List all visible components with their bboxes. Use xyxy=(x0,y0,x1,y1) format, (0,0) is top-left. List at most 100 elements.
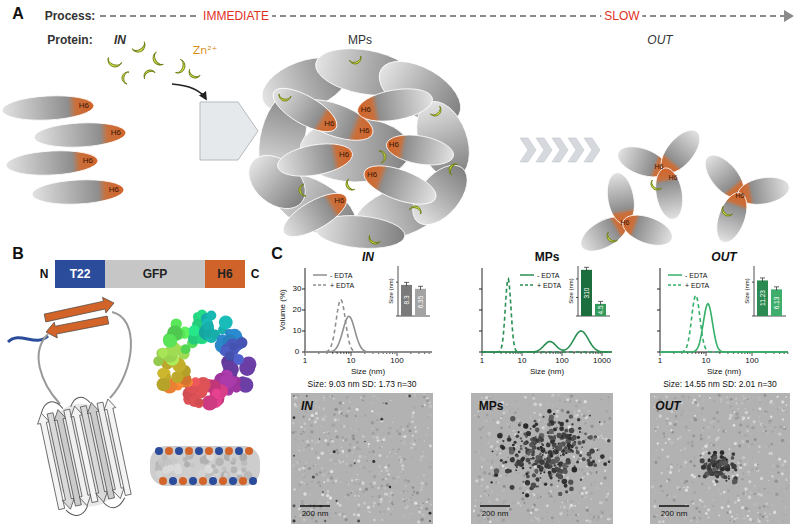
tick-mark xyxy=(602,352,603,356)
stain-grain xyxy=(487,495,488,496)
stain-grain xyxy=(300,426,302,428)
stain-grain xyxy=(581,468,584,471)
stain-grain xyxy=(730,398,732,400)
stain-grain xyxy=(308,467,311,470)
zinc-ion xyxy=(720,206,733,218)
tick-mark xyxy=(302,289,305,290)
stain-grain xyxy=(475,451,477,453)
stain-grain xyxy=(690,520,692,522)
stain-grain xyxy=(721,506,724,509)
stain-grain xyxy=(702,399,705,402)
scale-bar xyxy=(300,505,330,507)
stain-grain xyxy=(559,521,561,523)
particle xyxy=(582,457,586,461)
disc-texture xyxy=(156,470,163,477)
stain-grain xyxy=(406,498,410,502)
stain-grain xyxy=(339,461,342,464)
stain-grain xyxy=(712,420,715,423)
particle xyxy=(538,441,540,443)
particle xyxy=(578,427,581,430)
particle xyxy=(502,461,505,464)
disc-body xyxy=(150,446,260,486)
stain-grain xyxy=(368,443,371,446)
error-bar xyxy=(598,301,603,305)
stain-grain xyxy=(354,489,358,493)
stain-grain xyxy=(657,442,659,444)
stain-grain xyxy=(356,420,358,422)
stain-grain xyxy=(572,510,574,512)
zinc-ion xyxy=(150,52,163,68)
stain-grain xyxy=(609,466,610,467)
protein-body xyxy=(355,84,435,127)
particle xyxy=(561,444,564,447)
micrograph-field xyxy=(650,393,790,524)
stain-grain xyxy=(727,512,729,514)
stain-grain xyxy=(474,415,475,416)
stain-grain xyxy=(402,428,404,430)
stain-grain xyxy=(329,496,332,499)
stain-grain xyxy=(734,442,737,445)
stain-grain xyxy=(298,446,300,448)
stain-grain xyxy=(517,408,520,411)
particle xyxy=(429,512,432,515)
stain-grain xyxy=(653,505,656,508)
zinc-ion xyxy=(367,235,380,246)
stain-grain xyxy=(733,411,736,414)
stain-grain xyxy=(358,446,361,449)
particle xyxy=(546,443,551,448)
stain-grain xyxy=(308,418,310,420)
particle xyxy=(293,455,295,457)
stain-grain xyxy=(495,447,498,450)
stain-grain xyxy=(403,435,406,438)
stain-grain xyxy=(317,481,321,485)
stain-grain xyxy=(774,455,776,457)
stain-grain xyxy=(342,440,344,442)
tick-mark xyxy=(574,352,575,354)
inset-axis xyxy=(578,266,610,316)
stain-grain xyxy=(358,482,362,486)
stain-grain xyxy=(324,470,326,472)
particle xyxy=(607,439,610,442)
stain-grain xyxy=(345,518,348,521)
particle xyxy=(523,423,528,428)
stain-grain xyxy=(316,470,317,471)
particle xyxy=(535,485,537,487)
stain-grain xyxy=(607,401,609,403)
stain-grain xyxy=(583,406,586,409)
stain-grain xyxy=(357,503,360,506)
stain-grain xyxy=(680,397,681,398)
particle xyxy=(525,480,530,485)
stain-grain xyxy=(354,478,356,480)
beta-barrel xyxy=(34,389,136,520)
stain-grain xyxy=(604,476,607,479)
particle xyxy=(333,450,336,453)
stain-grain xyxy=(392,503,394,505)
stain-grain xyxy=(424,509,425,510)
stain-grain xyxy=(558,398,561,401)
chevron xyxy=(552,138,568,162)
stain-grain xyxy=(292,485,294,487)
particle xyxy=(570,445,574,449)
stain-grain xyxy=(428,499,430,501)
stain-grain xyxy=(523,474,525,476)
subunit-lobe xyxy=(163,334,177,348)
stain-grain xyxy=(412,500,413,501)
chevron xyxy=(568,138,584,162)
stain-grain xyxy=(378,465,381,468)
particle xyxy=(579,454,582,457)
stain-grain xyxy=(322,473,325,476)
stain-grain xyxy=(540,472,543,475)
stain-grain xyxy=(490,445,493,448)
linker-loop xyxy=(110,312,131,398)
stain-grain xyxy=(502,497,503,498)
stain-grain xyxy=(549,494,552,497)
stain-grain xyxy=(324,432,326,434)
stain-grain xyxy=(407,480,410,483)
stain-grain xyxy=(753,509,755,511)
stain-grain xyxy=(373,505,375,507)
particle xyxy=(542,444,544,446)
stain-grain xyxy=(390,400,391,401)
stain-grain xyxy=(575,514,577,516)
stain-grain xyxy=(474,505,476,507)
